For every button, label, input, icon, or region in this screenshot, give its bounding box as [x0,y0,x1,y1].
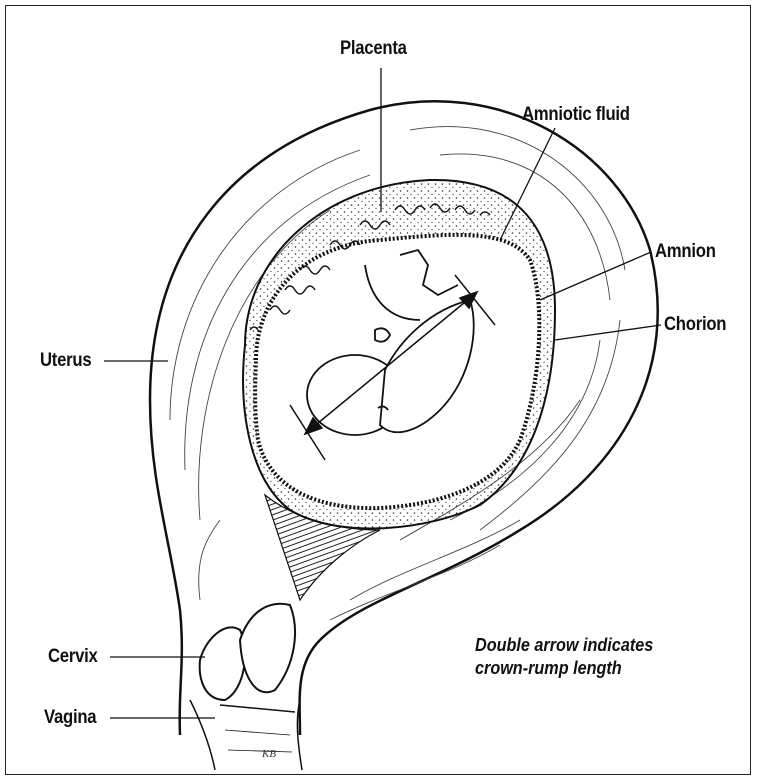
crown-rump-note: Double arrow indicates crown-rump length [475,634,653,680]
label-vagina: Vagina [44,707,96,729]
label-chorion: Chorion [664,314,726,336]
label-amniotic-fluid: Amniotic fluid [522,104,630,126]
label-uterus: Uterus [40,350,91,372]
label-amnion: Amnion [655,241,716,263]
label-cervix: Cervix [48,646,98,668]
artist-signature: KB [262,748,276,760]
note-line-1: Double arrow indicates [475,634,653,657]
label-placenta: Placenta [340,38,407,60]
fetus-hand [375,328,390,341]
note-line-2: crown-rump length [475,657,653,680]
